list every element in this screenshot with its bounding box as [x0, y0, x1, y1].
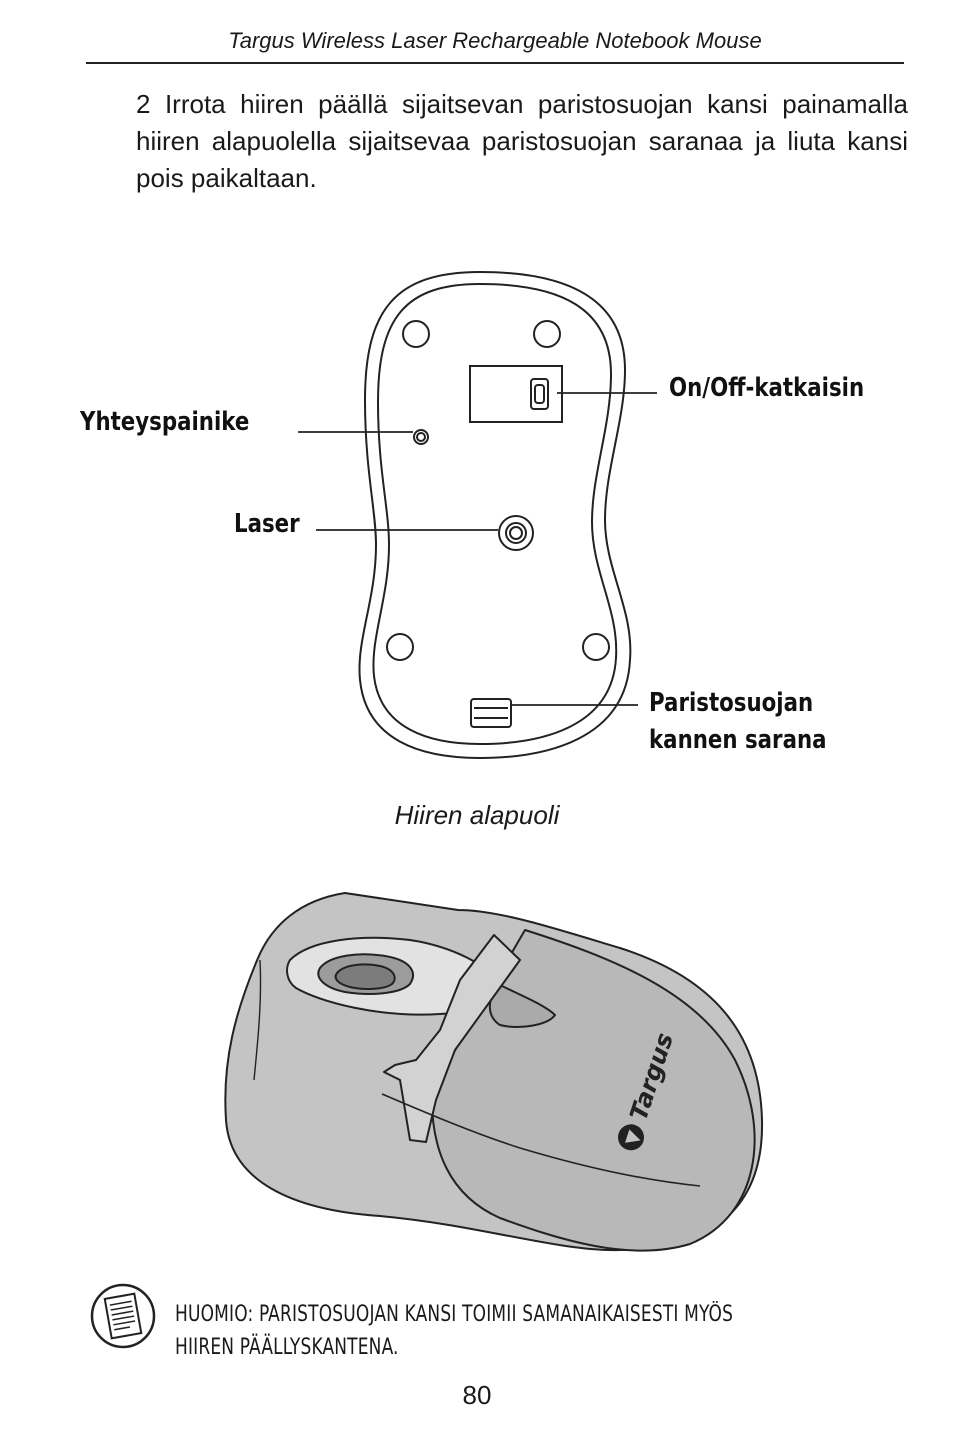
mouse-underside-drawing [358, 270, 632, 760]
step-instruction: 2 Irrota hiiren päällä sijaitsevan paris… [136, 89, 908, 193]
label-on-off-switch: On/Off-katkaisin [669, 373, 865, 403]
note-text: HUOMIO: PARISTOSUOJAN KANSI TOIMII SAMAN… [175, 1298, 829, 1364]
mouse-illustrations: Targus [224, 270, 764, 1252]
callout-lines [298, 392, 657, 706]
figure-caption: Hiiren alapuoli [394, 800, 560, 830]
label-connect-button: Yhteyspainike [80, 407, 250, 437]
note-line-2: HIIREN PÄÄLLYSKANTENA. [175, 1335, 399, 1360]
label-laser: Laser [234, 509, 300, 539]
mouse-top-drawing: Targus [224, 892, 764, 1252]
note-line-1: HUOMIO: PARISTOSUOJAN KANSI TOIMII SAMAN… [175, 1302, 734, 1327]
header-rule [86, 62, 904, 64]
running-header: Targus Wireless Laser Rechargeable Noteb… [228, 28, 762, 53]
label-hinge-line1: Paristosuojan [649, 688, 814, 718]
page-number: 80 [462, 1380, 492, 1410]
label-hinge-line2: kannen sarana [649, 725, 827, 755]
note-icon [90, 1283, 156, 1349]
